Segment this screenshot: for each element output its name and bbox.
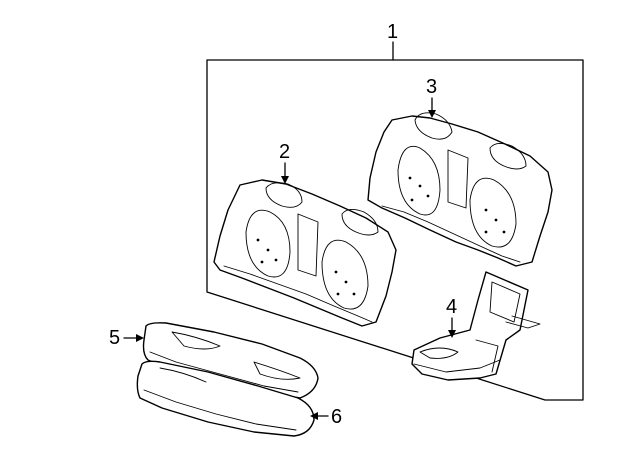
armrest-bracket[interactable] [411, 271, 541, 381]
seat-back-upper[interactable] [367, 112, 553, 267]
callout-4[interactable]: 4 [446, 296, 457, 338]
seat-back-upper-dots [408, 176, 506, 234]
seat-cushion-cover[interactable] [142, 322, 319, 399]
callout-1[interactable]: 1 [387, 21, 398, 61]
callout-5[interactable]: 5 [109, 327, 144, 349]
callout-2-arrowhead [281, 176, 289, 184]
seat-back-lower-dots [256, 238, 356, 296]
callout-2[interactable]: 2 [279, 141, 290, 184]
callout-2-label: 2 [279, 141, 290, 163]
callout-6[interactable]: 6 [310, 406, 342, 428]
callout-5-arrowhead [136, 334, 144, 342]
seat-cushion-pad[interactable] [136, 360, 315, 437]
callout-4-label: 4 [446, 296, 457, 318]
callout-5-label: 5 [109, 327, 120, 349]
callout-3-arrowhead [428, 110, 436, 118]
callout-6-arrowhead [310, 412, 318, 420]
callout-4-arrowhead [448, 330, 456, 338]
callout-3-label: 3 [426, 76, 437, 98]
seat-back-lower[interactable] [213, 179, 397, 327]
callout-1-label: 1 [387, 21, 398, 43]
callout-6-label: 6 [331, 406, 342, 428]
callout-3[interactable]: 3 [426, 76, 437, 118]
assembly-outline [206, 59, 584, 401]
